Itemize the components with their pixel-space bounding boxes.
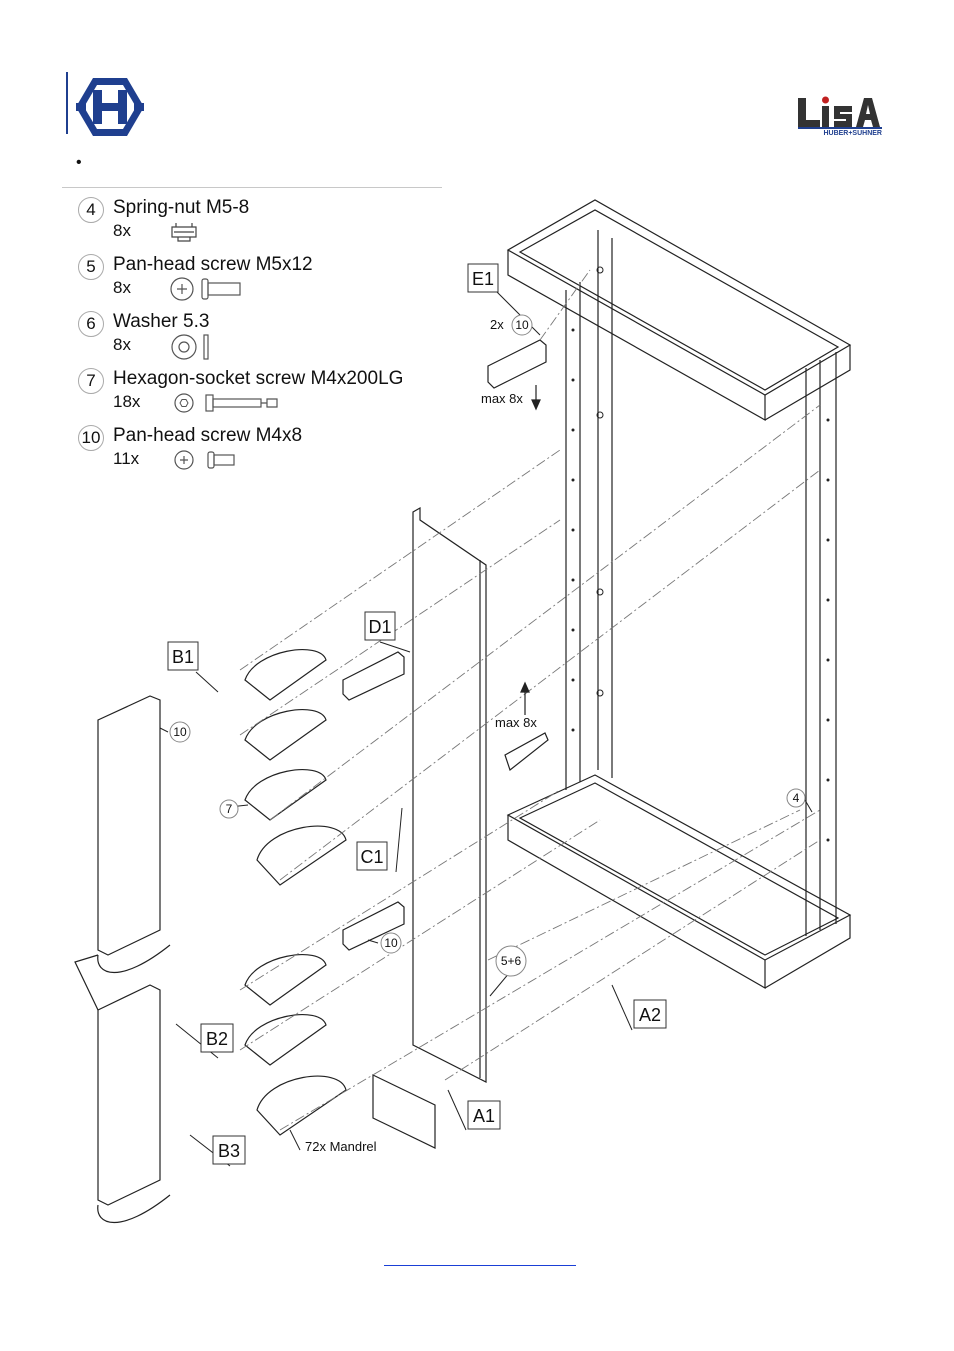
part-item: 6 Washer 5.3 8x bbox=[72, 309, 452, 366]
svg-text:HUBER+SUHNER: HUBER+SUHNER bbox=[823, 130, 882, 136]
rack-frame bbox=[506, 199, 852, 990]
guide-lines bbox=[239, 269, 821, 1131]
pan-head-screw-small-icon bbox=[174, 450, 235, 470]
part-quantity: 8x bbox=[113, 335, 131, 354]
cable-guides bbox=[74, 695, 171, 1223]
label-d1: D1 bbox=[368, 617, 391, 637]
part-quantity: 8x bbox=[113, 221, 131, 240]
text-mandrel: 72x Mandrel bbox=[305, 1139, 377, 1154]
footer-link[interactable] bbox=[384, 1253, 576, 1266]
label-a2: A2 bbox=[639, 1005, 661, 1025]
callout-10-mid: 10 bbox=[384, 936, 398, 950]
callout-5-6: 5+6 bbox=[501, 954, 522, 968]
callouts: 10 10 7 10 5+6 4 bbox=[169, 314, 806, 977]
label-b2: B2 bbox=[206, 1029, 228, 1049]
divider bbox=[62, 187, 442, 188]
huber-suhner-logo-icon bbox=[76, 78, 144, 136]
callout-7: 7 bbox=[226, 802, 233, 816]
annotations: 2x max 8x max 8x 72x Mandrel bbox=[305, 317, 537, 1154]
part-labels: E1 D1 B1 C1 B2 B3 A1 A2 bbox=[167, 263, 667, 1165]
label-c1: C1 bbox=[360, 847, 383, 867]
part-name: Pan-head screw M5x12 bbox=[113, 254, 313, 275]
header-accent-bar bbox=[66, 72, 68, 134]
part-name: Hexagon-socket screw M4x200LG bbox=[113, 368, 404, 389]
center-panel bbox=[372, 506, 487, 1149]
part-quantity: 8x bbox=[113, 278, 131, 297]
mandrels bbox=[244, 649, 347, 1136]
leader-lines bbox=[159, 289, 813, 1167]
part-number: 4 bbox=[78, 197, 104, 223]
text-2x: 2x bbox=[490, 317, 504, 332]
callout-4: 4 bbox=[793, 791, 800, 805]
part-quantity: 11x bbox=[113, 449, 140, 468]
part-name: Pan-head screw M4x8 bbox=[113, 425, 303, 446]
pan-head-screw-icon bbox=[170, 277, 241, 301]
part-number: 6 bbox=[78, 311, 104, 337]
part-name: Washer 5.3 bbox=[113, 311, 210, 332]
text-max-mid: max 8x bbox=[495, 715, 537, 730]
part-quantity: 18x bbox=[113, 392, 141, 411]
washer-icon bbox=[171, 334, 209, 360]
hex-socket-screw-icon bbox=[174, 393, 278, 413]
part-item: 4 Spring-nut M5-8 8x bbox=[72, 195, 452, 252]
spring-nut-icon bbox=[171, 223, 197, 242]
rack-holes bbox=[571, 266, 830, 842]
label-e1: E1 bbox=[472, 269, 494, 289]
part-item: 10 Pan-head screw M4x8 11x bbox=[72, 423, 452, 480]
bullet: • bbox=[76, 154, 82, 171]
label-b3: B3 bbox=[218, 1141, 240, 1161]
callout-10-top: 10 bbox=[515, 318, 529, 332]
part-name: Spring-nut M5-8 bbox=[113, 197, 250, 218]
parts-list: 4 Spring-nut M5-8 8x 5 Pan-head screw M5… bbox=[72, 195, 452, 480]
part-item: 5 Pan-head screw M5x12 8x bbox=[72, 252, 452, 309]
direction-arrows bbox=[520, 385, 541, 715]
text-max-top: max 8x bbox=[481, 391, 523, 406]
part-number: 5 bbox=[78, 254, 104, 280]
callout-10-left: 10 bbox=[173, 725, 187, 739]
part-number: 10 bbox=[78, 425, 104, 451]
label-a1: A1 bbox=[473, 1106, 495, 1126]
part-number: 7 bbox=[78, 368, 104, 394]
part-item: 7 Hexagon-socket screw M4x200LG 18x bbox=[72, 366, 452, 423]
lisa-logo-icon: HUBER+SUHNER bbox=[798, 96, 882, 136]
label-b1: B1 bbox=[172, 647, 194, 667]
